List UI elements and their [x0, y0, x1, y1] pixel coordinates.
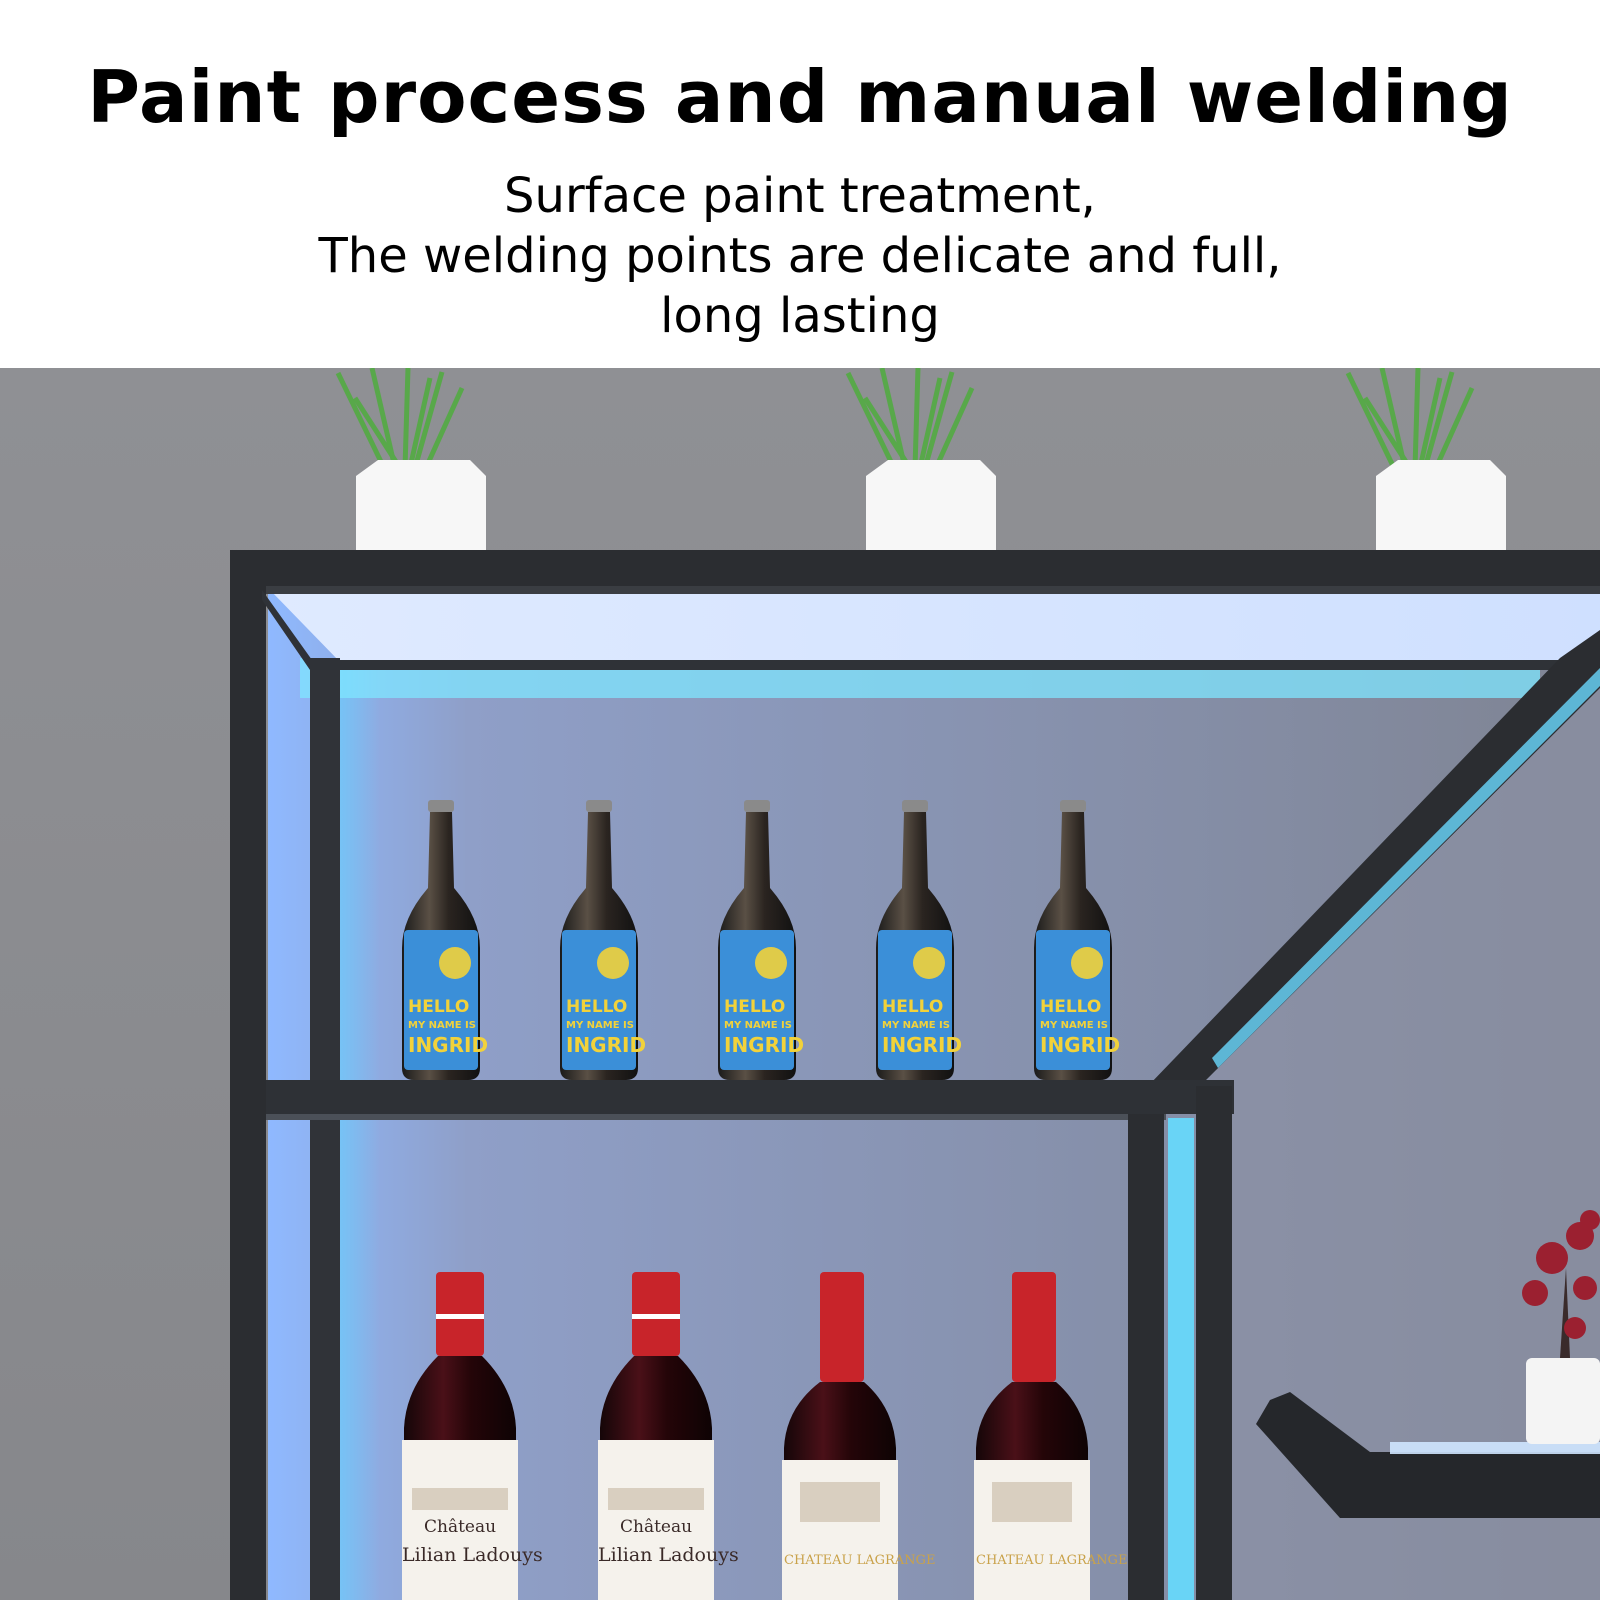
svg-text:INGRID: INGRID [566, 1033, 646, 1057]
top-plant-3 [1345, 368, 1506, 550]
product-photo: HELLO MY NAME IS INGRID HELLO MY NAME IS… [0, 368, 1600, 1600]
svg-text:HELLO: HELLO [724, 997, 785, 1017]
beer-label-text: HELLO [408, 997, 469, 1017]
subtitle-line-1: Surface paint treatment, [504, 168, 1096, 224]
frame-middle-post [1128, 1114, 1164, 1600]
beer-bottle-1: HELLO MY NAME IS INGRID [402, 800, 488, 1080]
wine-bottle-3: CHATEAU LAGRANGE [782, 1272, 935, 1600]
wine-bottle-1: Château Lilian Ladouys [402, 1272, 543, 1600]
svg-text:CHATEAU LAGRANGE: CHATEAU LAGRANGE [784, 1553, 935, 1568]
svg-text:MY NAME IS: MY NAME IS [1040, 1020, 1108, 1031]
svg-text:INGRID: INGRID [724, 1033, 804, 1057]
beer-bottle-5: HELLO MY NAME IS INGRID [1034, 800, 1120, 1080]
svg-text:CHATEAU LAGRANGE: CHATEAU LAGRANGE [976, 1553, 1127, 1568]
frame-diagonal-bar [1148, 630, 1600, 1086]
svg-text:Château: Château [620, 1517, 692, 1537]
middle-shelf [266, 1080, 1234, 1114]
svg-text:MY NAME IS: MY NAME IS [724, 1020, 792, 1031]
svg-text:MY NAME IS: MY NAME IS [882, 1020, 950, 1031]
wine-bottle-4: CHATEAU LAGRANGE [974, 1272, 1127, 1600]
svg-text:HELLO: HELLO [566, 997, 627, 1017]
subtitle-line-3: long lasting [660, 288, 940, 344]
top-plant-2 [845, 368, 996, 550]
svg-text:INGRID: INGRID [408, 1033, 488, 1057]
rack-side-panel [1160, 628, 1600, 1600]
svg-text:HELLO: HELLO [882, 997, 943, 1017]
top-plant-1 [335, 368, 486, 550]
svg-text:MY NAME IS: MY NAME IS [566, 1020, 634, 1031]
svg-text:Lilian Ladouys: Lilian Ladouys [402, 1544, 543, 1566]
svg-text:HELLO: HELLO [1040, 997, 1101, 1017]
beer-bottle-3: HELLO MY NAME IS INGRID [718, 800, 804, 1080]
frame-top-bar [230, 550, 1600, 588]
svg-text:Lilian Ladouys: Lilian Ladouys [598, 1544, 739, 1566]
page-title: Paint process and manual welding [87, 55, 1513, 139]
marble-top-shelf [270, 590, 1600, 662]
svg-text:MY NAME IS: MY NAME IS [408, 1020, 476, 1031]
led-strip-middle [1168, 1118, 1194, 1600]
page-subtitle: Surface paint treatment, The welding poi… [0, 166, 1600, 346]
svg-text:INGRID: INGRID [882, 1033, 962, 1057]
header: Paint process and manual welding Surface… [0, 0, 1600, 368]
frame-inner-post [310, 658, 340, 1600]
right-plant-pot [1526, 1358, 1600, 1444]
wine-bottle-2: Château Lilian Ladouys [598, 1272, 739, 1600]
beer-bottle-2: HELLO MY NAME IS INGRID [560, 800, 646, 1080]
wine-label-text: Château [424, 1517, 496, 1537]
red-plant [1522, 1210, 1600, 1358]
subtitle-line-2: The welding points are delicate and full… [318, 228, 1282, 284]
wine-rack-illustration: HELLO MY NAME IS INGRID HELLO MY NAME IS… [0, 368, 1600, 1600]
right-small-shelf [1256, 1392, 1600, 1518]
beer-bottle-4: HELLO MY NAME IS INGRID [876, 800, 962, 1080]
frame-left-post [230, 550, 266, 1600]
svg-text:INGRID: INGRID [1040, 1033, 1120, 1057]
